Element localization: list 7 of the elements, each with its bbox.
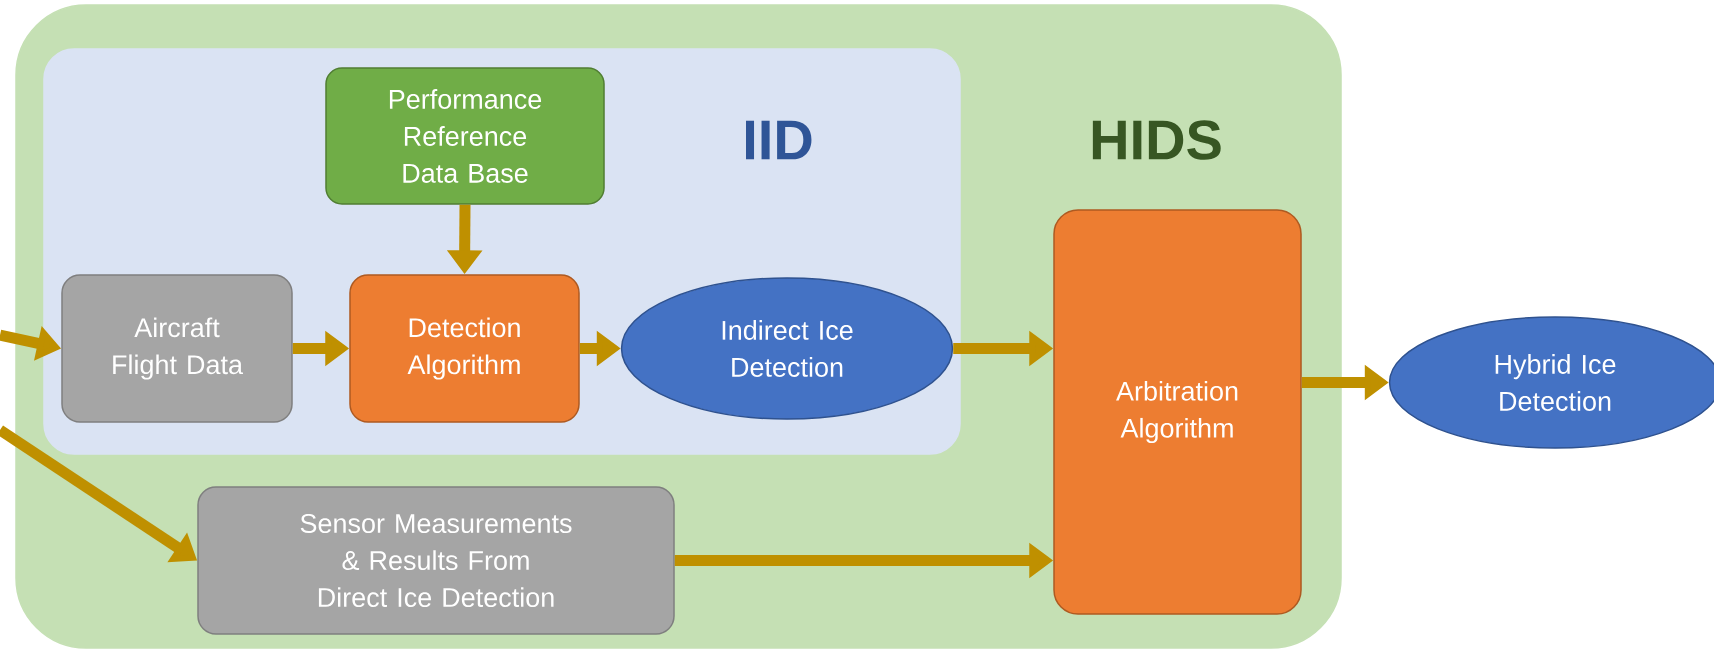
process-box: Detection Algorithm: [349, 274, 580, 423]
process-box: Arbitration Algorithm: [1053, 209, 1302, 615]
group-title: HIDS: [1092, 120, 1221, 160]
group-title: IID: [746, 120, 812, 160]
process-box: Sensor Measurements & Results From Direct Ice Detection: [197, 486, 675, 635]
process-box: Performance Reference Data Base: [325, 67, 605, 205]
process-box: Aircraft Flight Data: [61, 274, 293, 423]
